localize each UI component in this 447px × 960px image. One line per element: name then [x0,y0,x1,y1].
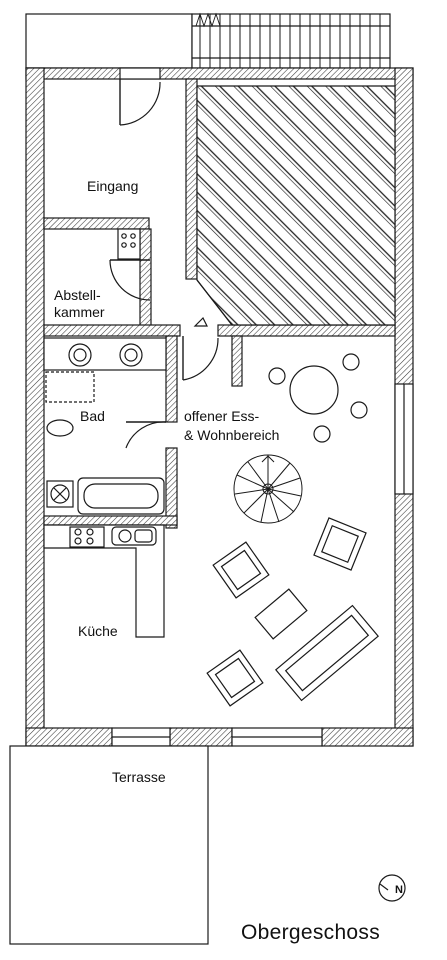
label-living-2: & Wohnbereich [184,427,279,443]
upper-balcony [25,13,193,69]
corridor-door [182,316,219,381]
bath-door [125,421,167,449]
label-living-1: offener Ess- [184,408,260,424]
spiral-staircase [233,454,303,524]
entrance-door [119,79,161,126]
label-kitchen: Küche [78,623,118,639]
armchair-lower [206,649,264,707]
label-bath: Bad [80,408,105,424]
terrace [9,745,209,945]
label-terrace: Terrasse [112,769,166,785]
interior-walls [43,78,396,529]
kitchen-counter [43,524,165,638]
plan-title: Obergeschoss [241,921,380,944]
armchair-upper [313,517,367,571]
utility-cabinet [117,228,141,260]
void-area [196,85,396,326]
storage-door [109,259,151,301]
external-stair [191,12,391,69]
armchair-left [212,541,270,599]
north-arrow-icon [378,874,406,902]
north-label: N [395,884,403,896]
label-storage-2: kammer [54,304,105,320]
dining-table [268,353,368,443]
label-entrance: Eingang [87,178,138,194]
coffee-table [254,588,308,640]
bath-fixtures [43,337,167,515]
label-storage-1: Abstell- [54,287,101,303]
sofa [274,604,380,702]
